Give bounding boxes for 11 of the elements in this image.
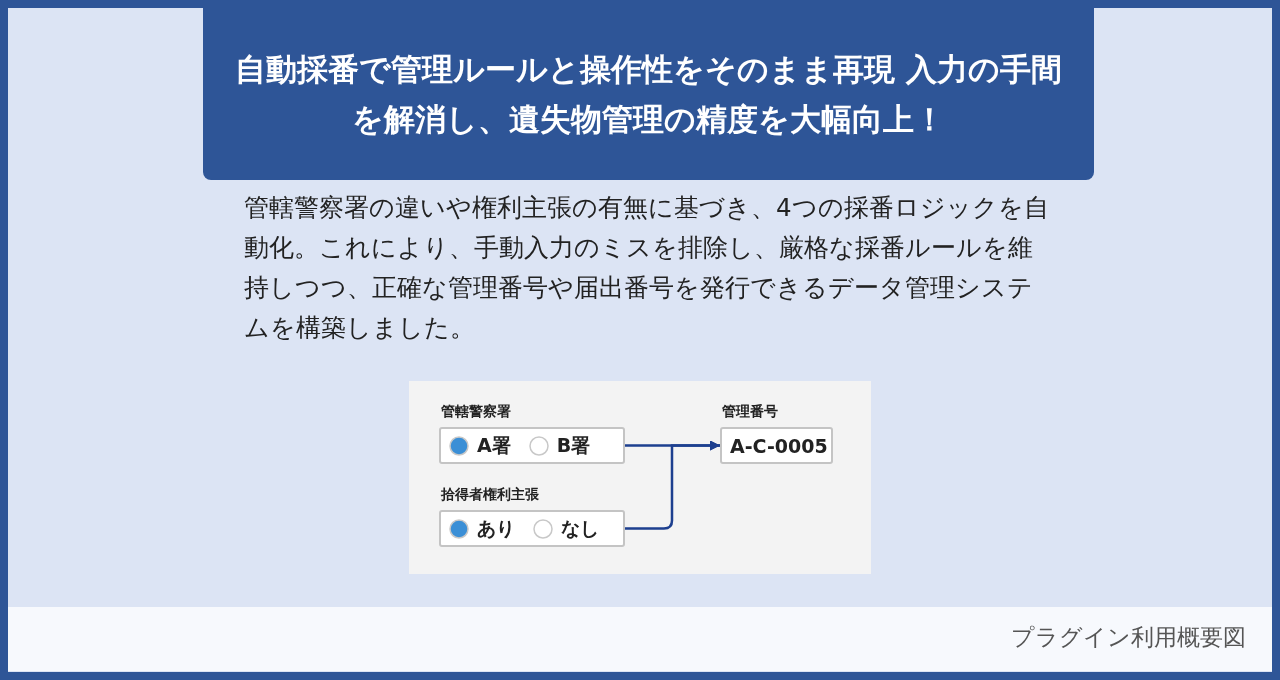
option-label: なし: [561, 515, 599, 541]
field-label: 拾得者権利主張: [441, 486, 539, 504]
field-value: A-C-0005: [730, 434, 828, 457]
option-label: A署: [477, 432, 511, 458]
option-label: あり: [477, 515, 515, 541]
option-label: B署: [556, 432, 591, 458]
description-text: 管轄警察署の違いや権利主張の有無に基づき、4つの採番ロジックを自動化。これにより、手動入力のミスを排除し、厳格な採番ルールを維持しつつ、正確な管理番号や届出番号を発行できるデータ管理システムを構築しました。: [244, 192, 1050, 344]
caption: プラグイン利用概要図: [1011, 623, 1246, 652]
arrow: [625, 440, 720, 530]
field-label: 管轄警察署: [441, 403, 511, 421]
field-label: 管理番号: [722, 403, 778, 421]
